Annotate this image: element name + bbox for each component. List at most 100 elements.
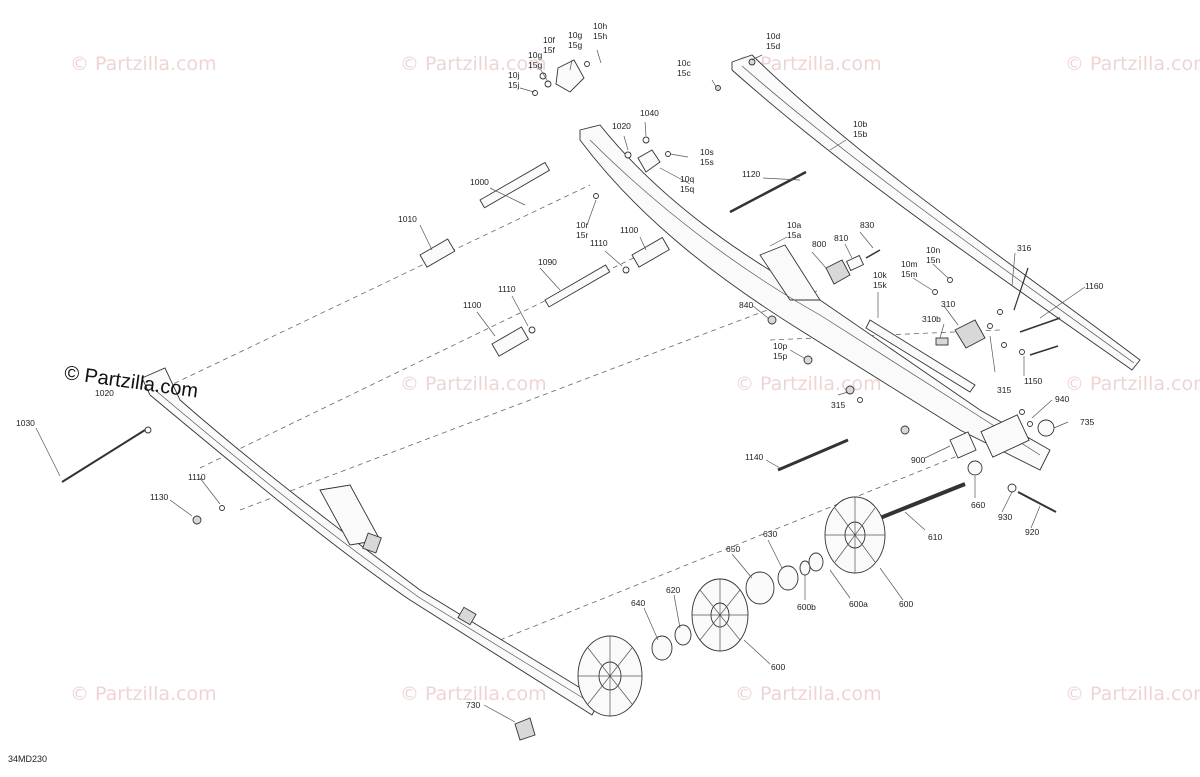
callout-630: 630: [763, 529, 777, 539]
lock-nuts: [192, 385, 1033, 525]
callout-10j: 10j: [508, 70, 519, 80]
callout-10h: 10h: [593, 21, 607, 31]
callout-930: 930: [998, 512, 1012, 522]
callout-316: 316: [1017, 243, 1031, 253]
callout-1160: 1160: [1085, 281, 1104, 291]
idler-wheels: [514, 496, 886, 741]
callout-10n: 10n: [926, 245, 940, 255]
watermark-layer: © Partzilla.com © Partzilla.com © Partzi…: [70, 53, 1200, 705]
callout-600a: 600a: [849, 599, 868, 609]
callout-900: 900: [911, 455, 925, 465]
slider-stop-block: [593, 136, 671, 199]
axle-center-lines: [149, 184, 1001, 641]
callout-1110: 1110: [498, 284, 516, 294]
callout-830: 830: [860, 220, 874, 230]
callout-15q: 15q: [680, 184, 694, 194]
callout-1010: 1010: [398, 214, 417, 224]
suspension-rail-middle: [579, 124, 1051, 471]
callout-920: 920: [1025, 527, 1039, 537]
callout-15p: 15p: [773, 351, 787, 361]
shafts: [61, 161, 849, 483]
callout-800: 800: [812, 239, 826, 249]
watermark: © Partzilla.com: [1065, 373, 1200, 395]
callout-15a: 15a: [787, 230, 801, 240]
callout-660: 660: [971, 500, 985, 510]
callout-840: 840: [739, 300, 753, 310]
callout-15b: 15b: [853, 129, 867, 139]
callout-620: 620: [666, 585, 680, 595]
callout-640: 640: [631, 598, 645, 608]
callout-15k: 15k: [873, 280, 887, 290]
callout-15c: 15c: [677, 68, 691, 78]
slide-rail-right: [731, 54, 1141, 371]
callout-15j: 15j: [508, 80, 519, 90]
callout-810: 810: [834, 233, 848, 243]
watermark: © Partzilla.com: [735, 683, 882, 705]
callout-1120: 1120: [742, 169, 761, 179]
diagram-code: 34MD230: [8, 754, 48, 764]
callout-600: 600: [899, 599, 913, 609]
callout-15n: 15n: [926, 255, 940, 265]
callout-leaders: [35, 49, 1086, 723]
rail-bolts: [711, 58, 756, 91]
callout-1020: 1020: [95, 388, 114, 398]
rear-axle-hardware: [879, 414, 1057, 520]
callout-940: 940: [1055, 394, 1069, 404]
callout-10p: 10p: [773, 341, 787, 351]
callout-310: 310: [941, 299, 955, 309]
watermark: © Partzilla.com: [735, 373, 882, 395]
callout-310b: 310b: [922, 314, 941, 324]
stopper-block-310: [803, 267, 1061, 365]
callout-15m: 15m: [901, 269, 918, 279]
watermark: © Partzilla.com: [70, 53, 217, 75]
callout-1030: 1030: [16, 418, 35, 428]
callout-10d: 10d: [766, 31, 780, 41]
callout-10a: 10a: [787, 220, 801, 230]
callout-1000: 1000: [470, 177, 489, 187]
watermark: © Partzilla.com: [400, 683, 547, 705]
callout-315: 315: [997, 385, 1011, 395]
callout-1020: 1020: [612, 121, 631, 131]
callout-10f: 10f: [543, 35, 555, 45]
callout-600b: 600b: [797, 602, 816, 612]
callout-1100: 1100: [620, 225, 639, 235]
watermark: © Partzilla.com: [70, 683, 217, 705]
watermark: © Partzilla.com: [400, 53, 547, 75]
callout-1130: 1130: [150, 492, 169, 502]
callout-10c: 10c: [677, 58, 691, 68]
callout-10m: 10m: [901, 259, 918, 269]
callout-10s: 10s: [700, 147, 714, 157]
watermark: © Partzilla.com: [400, 373, 547, 395]
callout-10b: 10b: [853, 119, 867, 129]
callout-15f: 15f: [543, 45, 555, 55]
callout-15r: 15r: [576, 230, 588, 240]
pivot-bracket-group: [767, 249, 881, 325]
callout-10r: 10r: [576, 220, 588, 230]
suspension-rail-front: [141, 367, 601, 716]
callout-1090: 1090: [538, 257, 557, 267]
callout-1140: 1140: [745, 452, 764, 462]
callout-15s: 15s: [700, 157, 714, 167]
callout-labels: 10h 15h 10g 15g 10f 15f 10g 15g 10j 15j …: [16, 21, 1104, 710]
callout-15g: 15g: [528, 60, 542, 70]
callout-15d: 15d: [766, 41, 780, 51]
callout-1110: 1110: [590, 238, 608, 248]
callout-1110: 1110: [188, 472, 206, 482]
callout-315: 315: [831, 400, 845, 410]
callout-10g: 10g: [568, 30, 582, 40]
callout-10q: 10q: [680, 174, 694, 184]
callout-600: 600: [771, 662, 785, 672]
callout-1040: 1040: [640, 108, 659, 118]
callout-650: 650: [726, 544, 740, 554]
callout-730: 730: [466, 700, 480, 710]
callout-1100: 1100: [463, 300, 482, 310]
watermark: © Partzilla.com: [1065, 53, 1200, 75]
callout-610: 610: [928, 532, 942, 542]
callout-10g: 10g: [528, 50, 542, 60]
watermark: © Partzilla.com: [1065, 683, 1200, 705]
callout-10k: 10k: [873, 270, 887, 280]
callout-15h: 15h: [593, 31, 607, 41]
watermark: © Partzilla.com: [735, 53, 882, 75]
callout-735: 735: [1080, 417, 1094, 427]
